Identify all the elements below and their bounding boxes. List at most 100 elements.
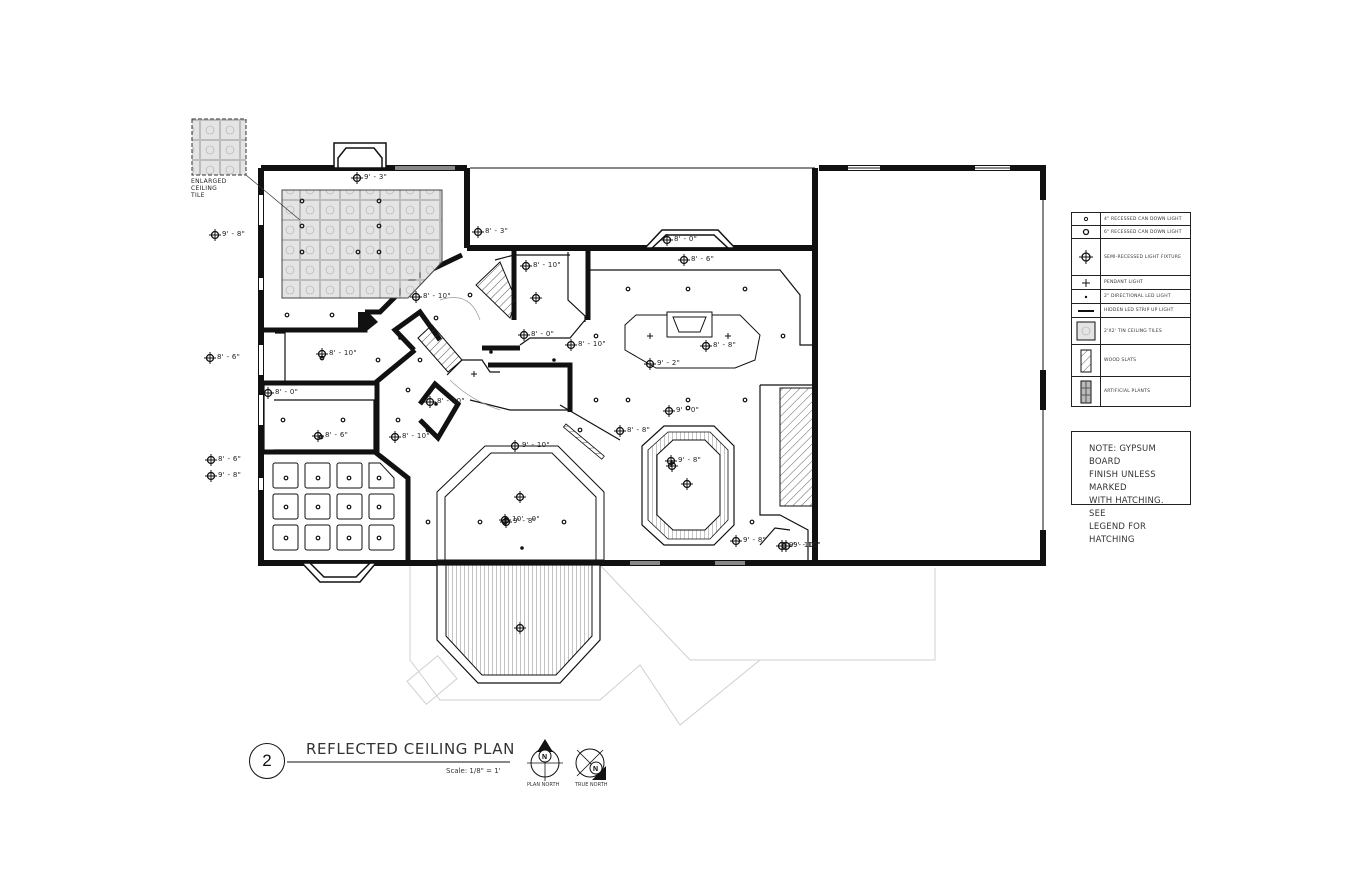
recessed-light-icon — [284, 312, 290, 318]
bay-window-top-left — [333, 142, 387, 169]
semi-recessed-fixture-icon — [614, 425, 626, 437]
recessed-light-icon — [425, 427, 431, 433]
recessed-light-icon — [405, 387, 411, 393]
recessed-light-icon — [577, 427, 583, 433]
ceiling-height-tag: 8' - 6" — [691, 255, 715, 263]
legend-table: 4" RECESSED CAN DOWN LIGHT 6" RECESSED C… — [1071, 212, 1191, 407]
semi-recessed-fixture-icon — [262, 387, 274, 399]
recessed-light-icon — [780, 333, 786, 339]
ceiling-height-tag: 8' - 6" — [325, 431, 349, 439]
recessed-light-icon — [593, 397, 599, 403]
ceiling-height-tag: 9' - 3" — [364, 173, 388, 181]
semi-recessed-fixture-icon — [644, 358, 656, 370]
semi-recessed-fixture-icon — [530, 292, 542, 304]
recessed-light-icon — [346, 475, 352, 481]
stair-lower — [417, 324, 463, 373]
drawing-title: REFLECTED CEILING PLAN — [306, 740, 515, 758]
recessed-light-icon — [425, 519, 431, 525]
legend-text: 4" RECESSED CAN DOWN LIGHT — [1104, 216, 1182, 222]
drawing-scale: Scale: 1/8" = 1' — [446, 767, 501, 775]
ceiling-height-tag: 9' - 10" — [522, 441, 550, 449]
recessed-light-icon — [315, 504, 321, 510]
ceiling-height-tag: 8' - 10" — [423, 292, 451, 300]
ceiling-height-tag: 8' - 3" — [485, 227, 509, 235]
semi-recessed-fixture-icon — [666, 460, 678, 472]
ceiling-height-tag: 9' - 2" — [657, 359, 681, 367]
recessed-light-icon — [315, 535, 321, 541]
planter-grid — [272, 462, 395, 551]
ceiling-height-tag: 10' - 0" — [512, 515, 540, 523]
ceiling-height-tag: 8' - 8" — [713, 341, 737, 349]
ceiling-height-tag: 9' - 8" — [513, 517, 537, 525]
enlarged-tile-label: ENLARGED CEILING TILE — [191, 178, 227, 199]
true-north-letter: N — [593, 766, 598, 773]
recessed-light-icon — [398, 336, 402, 340]
railing — [562, 423, 605, 460]
legend-row: 2" DIRECTIONAL LED LIGHT — [1072, 290, 1190, 304]
recessed-light-icon — [417, 357, 423, 363]
garage-outline — [470, 166, 1047, 563]
tile-icon — [1076, 321, 1096, 341]
notes-box: NOTE: GYPSUM BOARD FINISH UNLESS MARKED … — [1071, 431, 1191, 545]
recessed-light-icon — [742, 397, 748, 403]
ceiling-height-tag: 8' - 10" — [578, 340, 606, 348]
recessed-light-icon — [283, 504, 289, 510]
circle-icon — [1082, 228, 1090, 236]
recessed-light-icon — [749, 519, 755, 525]
recessed-light-icon — [375, 357, 381, 363]
legend-row: WOOD SLATS — [1072, 345, 1190, 377]
true-north-label: TRUE NORTH — [575, 782, 608, 788]
recessed-light-icon — [593, 333, 599, 339]
semi-recessed-fixture-icon — [661, 234, 673, 246]
semi-recessed-fixture-icon — [472, 226, 484, 238]
recessed-light-icon — [280, 417, 286, 423]
recessed-light-icon — [340, 417, 346, 423]
note-line: FINISH UNLESS MARKED — [1089, 470, 1156, 493]
recessed-light-icon — [376, 198, 382, 204]
drawing-number: 2 — [249, 743, 285, 779]
semi-recessed-fixture-icon — [316, 348, 328, 360]
ceiling-height-tag: 9' - 8" — [743, 536, 767, 544]
ceiling-height-tag: 8' - 0" — [531, 330, 555, 338]
semi-recessed-fixture-icon — [205, 454, 217, 466]
legend-text: SEMI-RECESSED LIGHT FIXTURE — [1104, 254, 1182, 260]
legend-text: 6" RECESSED CAN DOWN LIGHT — [1104, 229, 1182, 235]
ceiling-height-tag: 9' - 8" — [218, 471, 242, 479]
legend-row: ARTIFICIAL PLANTS — [1072, 377, 1190, 406]
semi-recessed-fixture-icon — [681, 478, 693, 490]
legend-row: HIDDEN LED STRIP UP LIGHT — [1072, 304, 1190, 318]
legend-row: 6" RECESSED CAN DOWN LIGHT — [1072, 226, 1190, 239]
artificial-plant-icon — [1080, 380, 1092, 403]
semi-recessed-fixture-icon — [389, 431, 401, 443]
semi-recessed-fixture-icon — [678, 254, 690, 266]
semi-recessed-fixture-icon — [730, 535, 742, 547]
semi-recessed-fixture-icon — [500, 516, 512, 528]
ceiling-height-tag: 8' - 10" — [329, 349, 357, 357]
plan-north-letter: N — [542, 754, 547, 761]
recessed-light-icon — [433, 315, 439, 321]
recessed-light-icon — [376, 249, 382, 255]
semi-recessed-fixture-icon — [424, 396, 436, 408]
enlarged-ceiling-tile — [191, 118, 247, 176]
semi-recessed-fixture-icon — [209, 229, 221, 241]
ceiling-height-tag: 8' - 10" — [402, 432, 430, 440]
recessed-light-icon — [346, 535, 352, 541]
semi-recessed-fixture-icon — [700, 340, 712, 352]
dot-tiny-icon — [1084, 295, 1088, 298]
wood-slat-icon — [1080, 349, 1092, 372]
recessed-light-icon — [625, 286, 631, 292]
ceiling-height-tag: 9' - 10" — [789, 541, 817, 549]
pocket-wall — [358, 312, 378, 330]
semi-recessed-fixture-icon — [518, 329, 530, 341]
recessed-light-icon — [685, 405, 691, 411]
recessed-light-icon — [520, 546, 524, 550]
stair-curve — [439, 297, 501, 411]
recessed-light-icon — [355, 249, 361, 255]
semi-recessed-fixture-icon — [514, 491, 526, 503]
recessed-light-icon — [552, 358, 556, 362]
true-north-icon — [575, 748, 606, 780]
semi-recessed-fixture-icon — [663, 405, 675, 417]
legend-text: PENDANT LIGHT — [1104, 280, 1143, 285]
ceiling-height-tag: 8' - 6" — [217, 353, 241, 361]
